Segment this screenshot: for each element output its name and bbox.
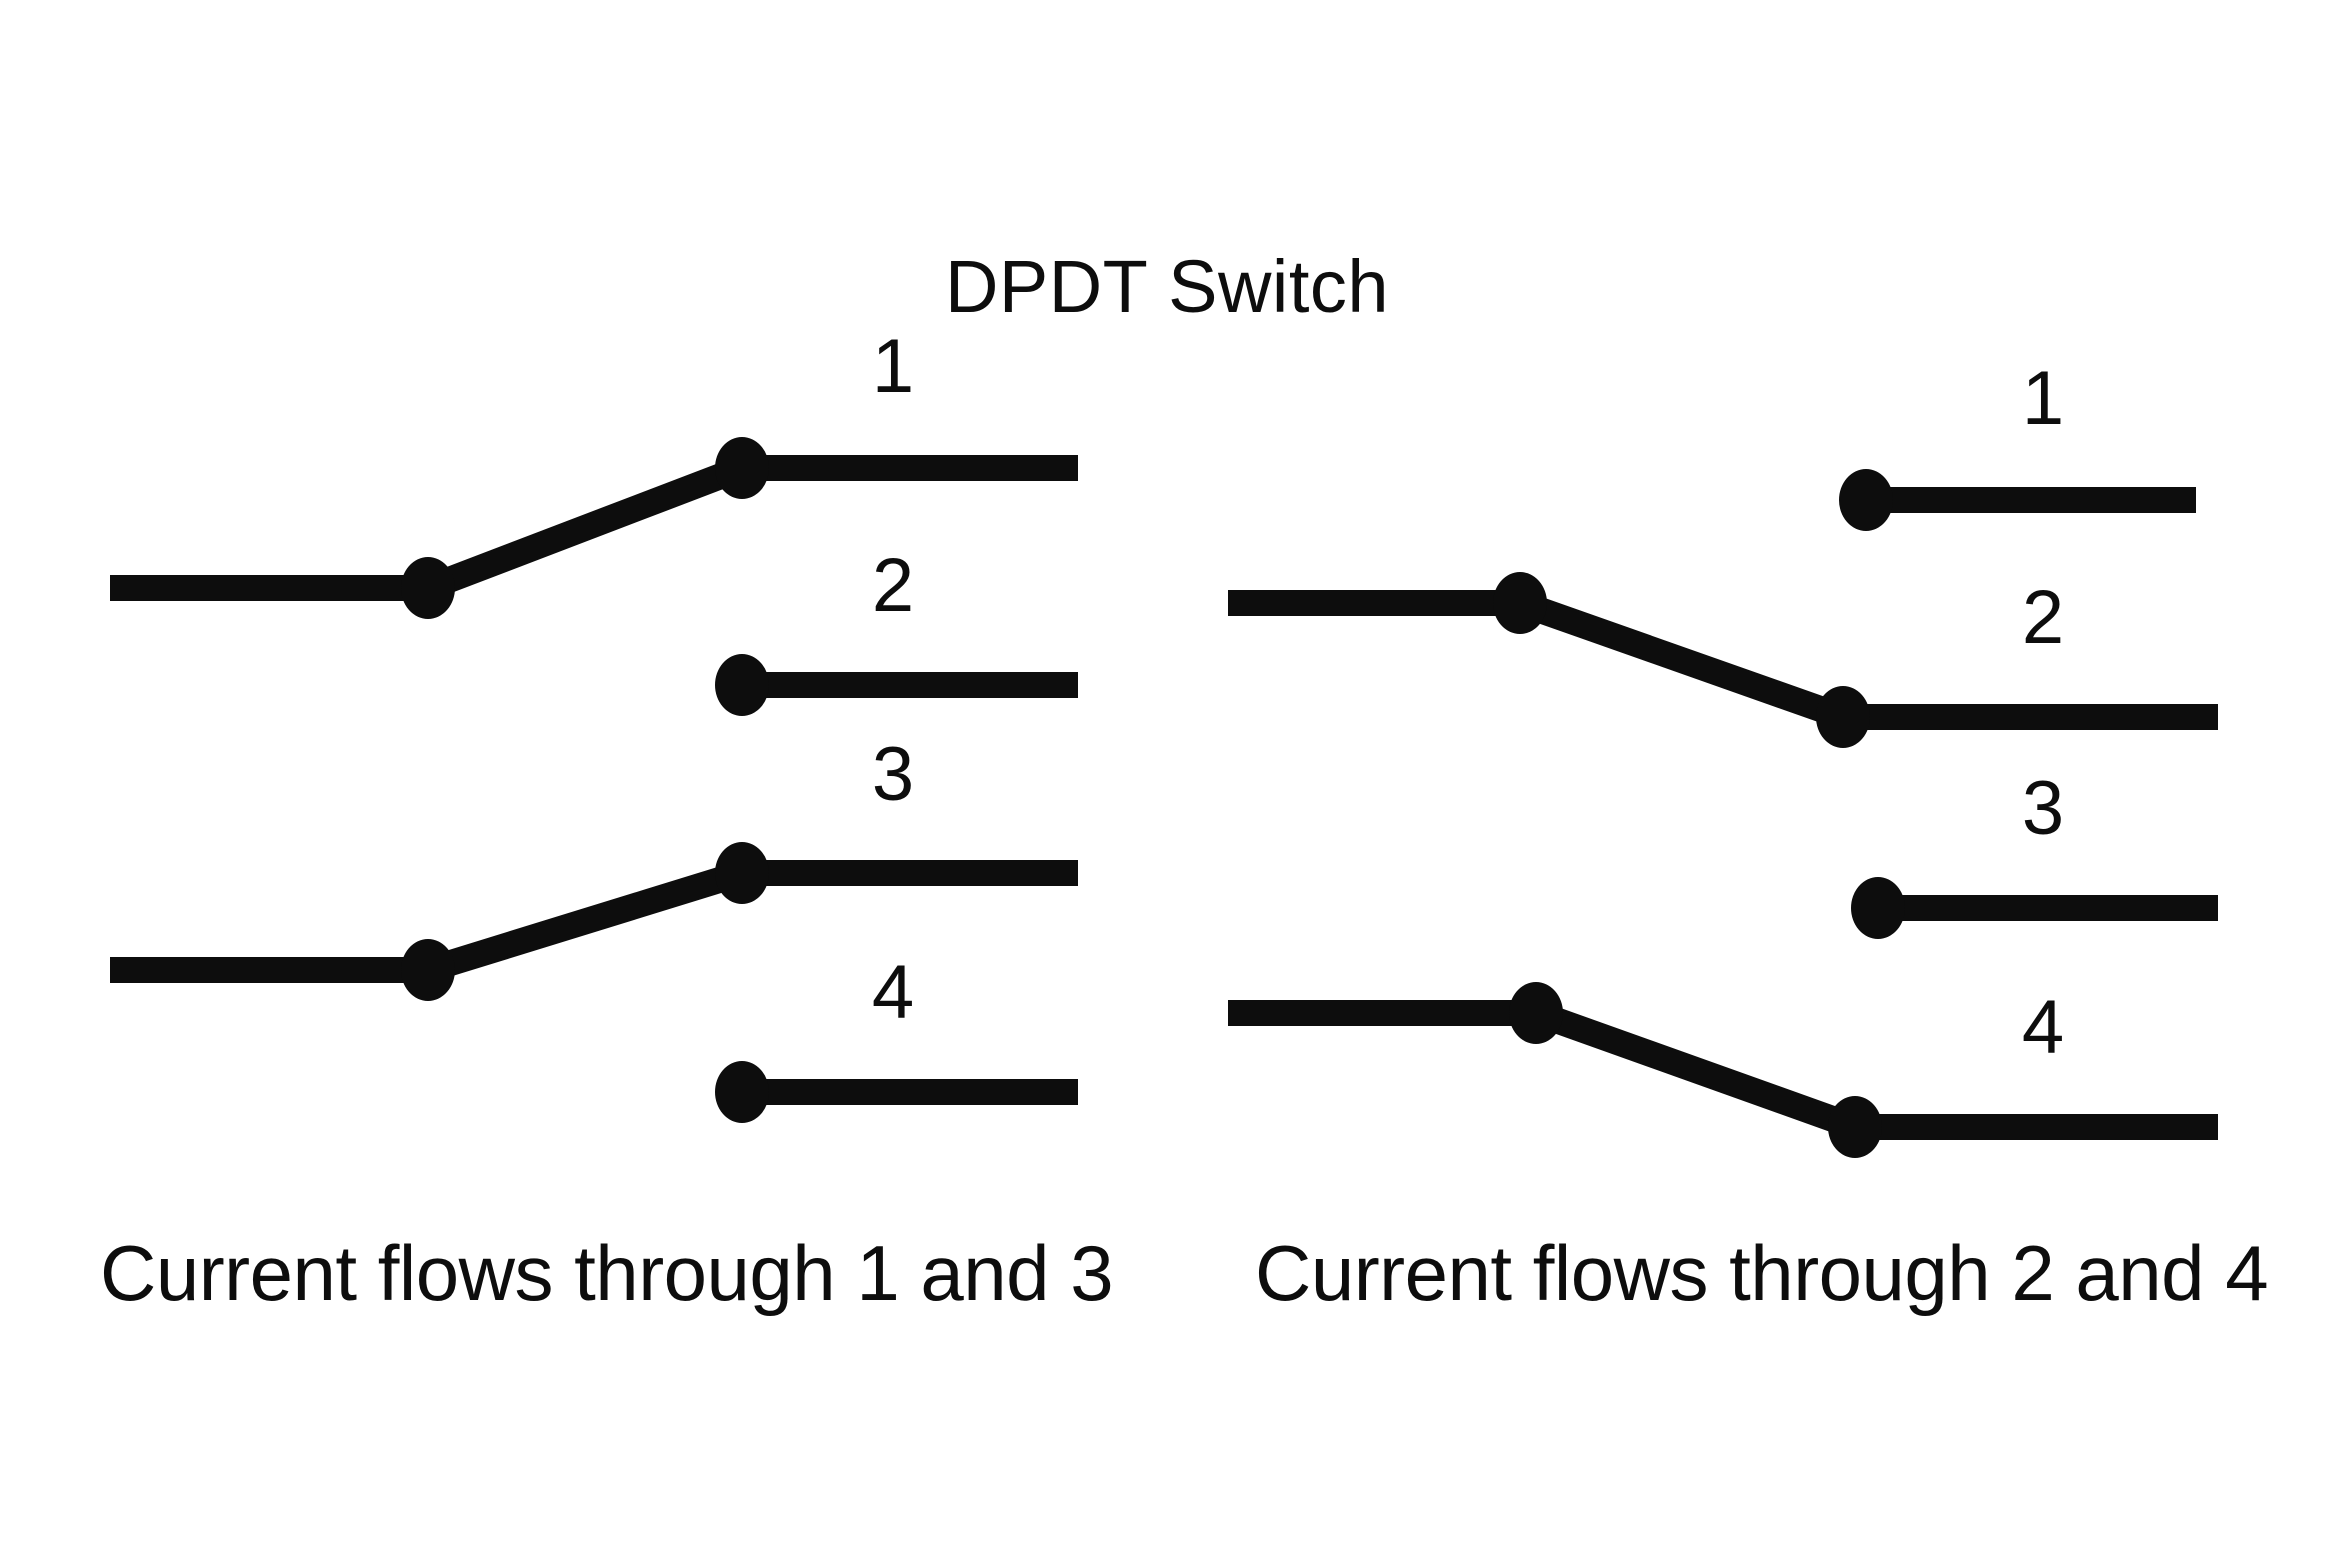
right-terminal-4-label: 4 xyxy=(2022,985,2064,1070)
right-upper-lever-closed[interactable] xyxy=(1515,590,1848,730)
left-terminal-2: 2 xyxy=(715,543,1078,716)
left-upper-lever-closed[interactable] xyxy=(423,455,747,601)
left-panel-caption: Current flows through 1 and 3 xyxy=(100,1229,1113,1317)
right-terminal-4-dot xyxy=(1828,1096,1882,1158)
left-terminal-4-dot xyxy=(715,1061,769,1123)
left-terminal-3-dot xyxy=(715,842,769,904)
right-terminal-2-dot xyxy=(1816,686,1870,748)
left-terminal-2-label: 2 xyxy=(872,543,914,628)
right-terminal-3-dot xyxy=(1851,877,1905,939)
left-terminal-1-label: 1 xyxy=(872,324,914,409)
right-terminal-3: 3 xyxy=(1851,766,2218,939)
right-terminal-3-label: 3 xyxy=(2022,766,2064,851)
left-terminal-2-dot xyxy=(715,654,769,716)
left-terminal-4-label: 4 xyxy=(872,950,914,1035)
right-lower-lever-closed[interactable] xyxy=(1531,1000,1860,1140)
left-upper-pivot-dot xyxy=(401,557,455,619)
right-pole-upper xyxy=(1228,572,1848,730)
left-terminal-4: 4 xyxy=(715,950,1078,1123)
right-upper-pivot-dot xyxy=(1493,572,1547,634)
right-lower-pivot-dot xyxy=(1509,982,1563,1044)
right-pole-lower xyxy=(1228,982,1860,1140)
right-terminal-1-label: 1 xyxy=(2022,356,2064,441)
right-panel-caption: Current flows through 2 and 4 xyxy=(1255,1229,2268,1317)
left-pole-lower xyxy=(110,860,746,1001)
left-pole-upper xyxy=(110,455,747,619)
left-lower-lever-closed[interactable] xyxy=(424,860,746,983)
right-terminal-1-dot xyxy=(1839,469,1893,531)
right-panel: 1 2 3 xyxy=(1228,356,2269,1317)
right-terminal-2: 2 xyxy=(1816,575,2218,748)
left-terminal-3-label: 3 xyxy=(872,732,914,817)
left-terminal-1: 1 xyxy=(715,324,1078,499)
right-terminal-2-label: 2 xyxy=(2022,575,2064,660)
page-title: DPDT Switch xyxy=(945,245,1389,328)
left-lower-pivot-dot xyxy=(401,939,455,1001)
left-terminal-3: 3 xyxy=(715,732,1078,904)
right-terminal-4: 4 xyxy=(1828,985,2218,1158)
left-panel: 1 2 3 4 xyxy=(100,324,1114,1317)
right-terminal-1: 1 xyxy=(1839,356,2196,531)
left-terminal-1-dot xyxy=(715,437,769,499)
